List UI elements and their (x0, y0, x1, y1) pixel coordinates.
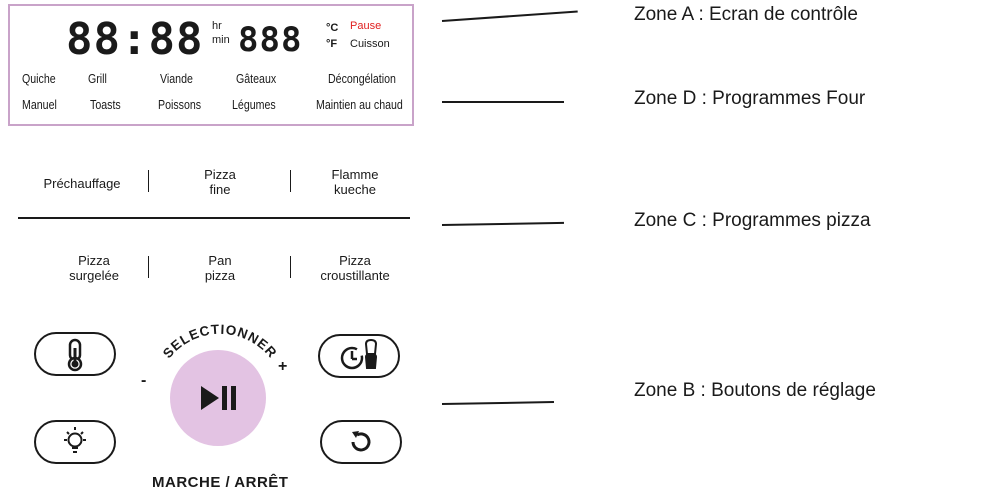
program-maintien-au-chaud[interactable]: Maintien au chaud (316, 98, 403, 112)
pointer-line-c (441, 221, 564, 226)
zone-d-label: Zone D : Programmes Four (634, 88, 866, 109)
play-pause-button[interactable] (170, 350, 266, 446)
min-label: min (212, 34, 230, 46)
light-icon (64, 427, 86, 453)
thermometer-icon (67, 338, 83, 372)
pizza-croustillante[interactable]: Pizza croustillante (320, 253, 390, 283)
time-display: 88:88 (66, 14, 204, 65)
pan-pizza[interactable]: Pan pizza (204, 253, 236, 283)
control-screen: 88:88 hr min 888 °C °F Pause Cuisson Qui… (8, 4, 414, 126)
temperature-display: 888 (238, 20, 303, 60)
pointer-line-d (442, 101, 564, 103)
program-manuel[interactable]: Manuel (22, 98, 57, 112)
celsius-label: °C (326, 22, 339, 34)
program-gateaux[interactable]: Gâteaux (236, 72, 277, 86)
timer-toast-button[interactable] (318, 334, 400, 378)
program-decongelation[interactable]: Décongélation (328, 72, 396, 86)
separator (290, 170, 291, 192)
pizza-fine[interactable]: Pizza fine (204, 167, 236, 197)
pause-indicator: Pause (350, 20, 382, 32)
zone-c-label: Zone C : Programmes pizza (634, 210, 871, 231)
zone-b-label: Zone B : Boutons de réglage (634, 380, 876, 401)
program-grill[interactable]: Grill (88, 72, 107, 86)
separator (148, 256, 149, 278)
fahrenheit-label: °F (326, 38, 338, 50)
program-legumes[interactable]: Légumes (232, 98, 276, 112)
zone-a-label: Zone A : Ecran de contrôle (634, 4, 858, 25)
hr-label: hr (212, 20, 222, 32)
separator (290, 256, 291, 278)
pointer-line-a (441, 10, 578, 22)
timer-icon (340, 338, 378, 370)
pointer-line-b (441, 401, 555, 405)
program-quiche[interactable]: Quiche (22, 72, 56, 86)
light-button[interactable] (34, 420, 116, 464)
pizza-prechauffage[interactable]: Préchauffage (43, 176, 121, 191)
pizza-flamme-kueche[interactable]: Flamme kueche (331, 167, 379, 197)
plus-label: + (278, 358, 288, 375)
divider-line (18, 217, 410, 219)
program-poissons[interactable]: Poissons (158, 98, 202, 112)
temperature-button[interactable] (34, 332, 116, 376)
undo-button[interactable] (320, 420, 402, 464)
play-pause-icon (201, 386, 236, 410)
pizza-surgelee[interactable]: Pizza surgelée (69, 253, 119, 283)
marche-arret-label: MARCHE / ARRÊT (152, 474, 289, 491)
cuisson-indicator: Cuisson (350, 38, 390, 50)
undo-icon (351, 431, 371, 452)
program-viande[interactable]: Viande (160, 72, 193, 86)
minus-label: - (141, 372, 147, 389)
program-toasts[interactable]: Toasts (90, 98, 121, 112)
separator (148, 170, 149, 192)
